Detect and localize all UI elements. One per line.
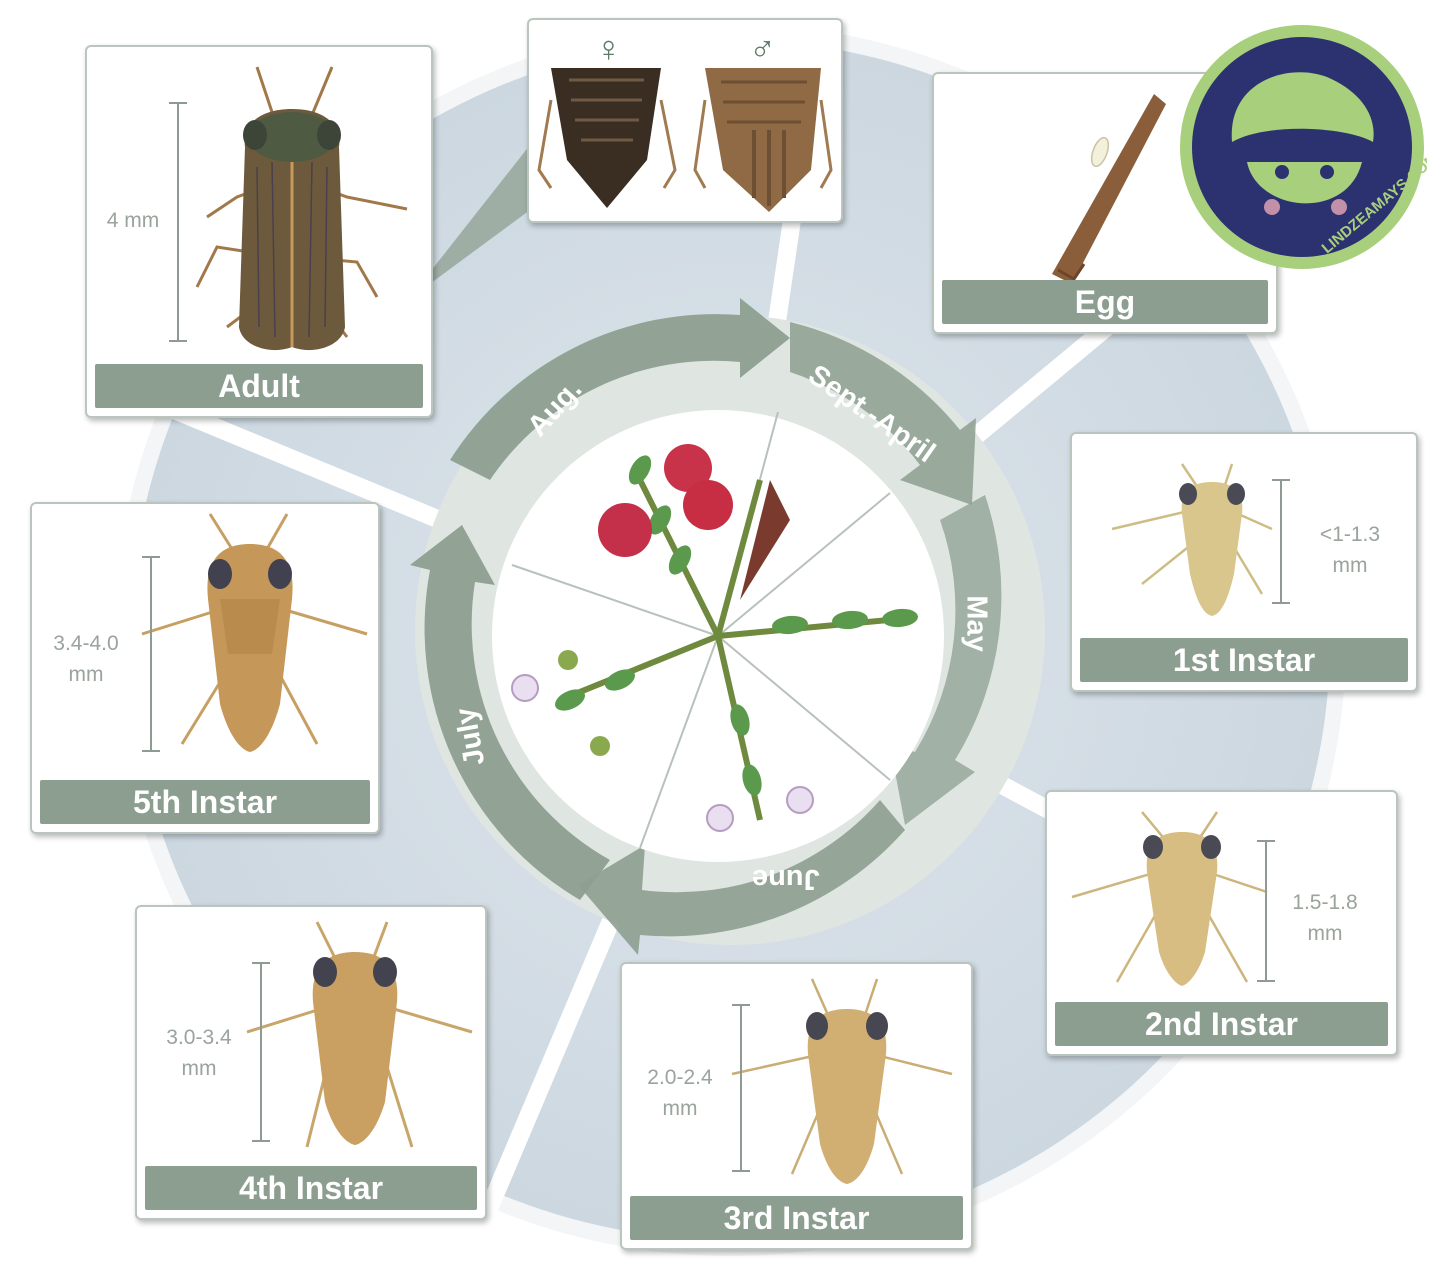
- adult-callout-wedge: [408, 145, 530, 300]
- instar1-nymph-illustration: [1111, 463, 1273, 616]
- instar3-scale-bar: [732, 1004, 750, 1172]
- month-arrows: [410, 298, 1002, 955]
- instar2-label: 2nd Instar: [1055, 1002, 1388, 1046]
- instar2-scale-bar: [1257, 840, 1275, 982]
- instar2-size-unit: mm: [1307, 922, 1343, 945]
- instar3-size-unit: mm: [662, 1097, 698, 1120]
- instar1-scale-bar: [1272, 479, 1290, 604]
- adult-leafhopper-illustration: [195, 66, 408, 351]
- instar2-size-text: 1.5-1.8 mm: [1275, 887, 1375, 949]
- instar3-nymph-illustration: [731, 978, 953, 1184]
- instar4-nymph-illustration: [246, 921, 473, 1148]
- arrow-may: [890, 495, 1002, 825]
- instar1-size-range: <1-1.3: [1319, 523, 1381, 546]
- egg-on-stem-illustration: [1052, 94, 1166, 284]
- arrow-sept-april: [790, 322, 976, 505]
- instar5-size-range: 3.4-4.0: [53, 632, 119, 655]
- arrow-june: [578, 800, 905, 955]
- instar2-card: 1.5-1.8 mm 2nd Instar: [1045, 790, 1398, 1056]
- instar4-size-unit: mm: [181, 1057, 217, 1080]
- instar3-label: 3rd Instar: [630, 1196, 963, 1240]
- instar3-card: 2.0-2.4 mm 3rd Instar: [620, 962, 973, 1250]
- instar1-size-text: <1-1.3 mm: [1300, 519, 1400, 581]
- instar5-scale-bar: [142, 556, 160, 752]
- instar5-card: 3.4-4.0 mm 5th Instar: [30, 502, 380, 834]
- instar1-card: <1-1.3 mm 1st Instar: [1070, 432, 1418, 692]
- arrow-july: [410, 525, 610, 900]
- instar3-size-range: 2.0-2.4: [647, 1066, 713, 1089]
- female-symbol: ♀: [595, 28, 622, 69]
- instar5-nymph-illustration: [141, 513, 368, 752]
- instar5-size-text: 3.4-4.0 mm: [36, 628, 136, 690]
- adult-card: 4 mm Adult: [85, 45, 433, 418]
- male-symbol: ♂: [749, 28, 776, 69]
- adult-size-text: 4 mm: [106, 209, 160, 232]
- instar4-size-text: 3.0-3.4 mm: [149, 1022, 249, 1084]
- adult-scale-bar: [169, 102, 187, 342]
- adult-label: Adult: [95, 364, 423, 408]
- instar5-size-unit: mm: [68, 663, 104, 686]
- lindzeamays-logo: LINDZEAMAYS.COM: [1180, 25, 1427, 269]
- sex-comparison-card: ♀ ♂: [527, 18, 843, 223]
- abdomen-illustrations: [537, 68, 833, 212]
- instar4-size-range: 3.0-3.4: [166, 1026, 232, 1049]
- month-label-june: June: [752, 863, 820, 895]
- arrow-aug-sept: [450, 298, 790, 480]
- instar1-size-unit: mm: [1332, 554, 1368, 577]
- cranberry-plant: [511, 444, 918, 832]
- instar1-label: 1st Instar: [1080, 638, 1408, 682]
- egg-label: Egg: [942, 280, 1268, 324]
- instar5-label: 5th Instar: [40, 780, 370, 824]
- instar4-card: 3.0-3.4 mm 4th Instar: [135, 905, 487, 1220]
- month-label-may: May: [960, 595, 993, 652]
- instar4-label: 4th Instar: [145, 1166, 477, 1210]
- instar2-nymph-illustration: [1071, 811, 1268, 986]
- instar4-scale-bar: [252, 962, 270, 1142]
- instar2-size-range: 1.5-1.8: [1292, 891, 1358, 914]
- instar3-size-text: 2.0-2.4 mm: [630, 1062, 730, 1124]
